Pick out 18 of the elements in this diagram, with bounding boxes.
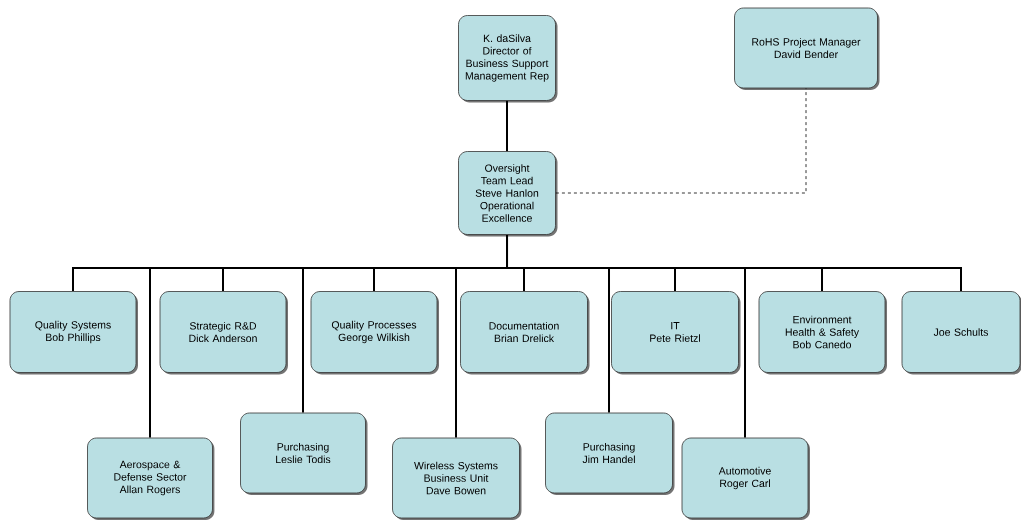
person-box: Quality Systems Bob Phillips — [9, 291, 138, 375]
person-box: Strategic R&D Dick Anderson — [159, 291, 288, 375]
person-box: K. daSilva Director of Business Support Management Rep — [458, 15, 558, 103]
person-box: Oversight Team Lead Steve Hanlon Operational Excellence — [458, 151, 558, 237]
connector-line — [506, 233, 962, 293]
person-box: Documentation Brian Drelick — [460, 291, 590, 375]
connector-line — [506, 99, 508, 153]
person-box: Purchasing Leslie Todis — [240, 412, 368, 495]
person-box: RoHS Project Manager David Bender — [734, 7, 880, 90]
person-box: Quality Processes George Wilkish — [310, 291, 439, 375]
person-box: Joe Schults — [901, 291, 1021, 375]
person-box: Environment Health & Safety Bob Canedo — [758, 291, 887, 375]
person-box: Purchasing Jim Handel — [545, 412, 675, 495]
person-box: IT Pete Rietzl — [611, 291, 741, 375]
person-box: Aerospace & Defense Sector Allan Rogers — [87, 437, 215, 520]
person-box: Automotive Roger Carl — [681, 437, 810, 520]
connector-line — [555, 88, 807, 194]
person-box: Wireless Systems Business Unit Dave Bowen — [392, 437, 522, 520]
